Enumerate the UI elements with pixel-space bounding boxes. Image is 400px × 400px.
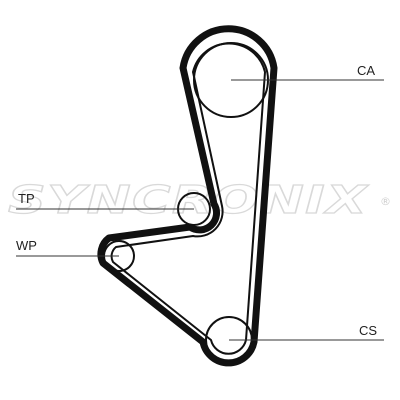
label-wp: WP (16, 238, 37, 253)
watermark-logo: SYNCRONIX ® (7, 177, 391, 222)
label-ca: CA (357, 63, 375, 78)
watermark-registered-mark: ® (380, 195, 391, 208)
leader-lines (16, 79, 384, 341)
label-cs: CS (359, 323, 377, 338)
pulley-labels: CA TP WP CS (16, 63, 377, 338)
watermark-text: SYNCRONIX (8, 178, 369, 222)
label-tp: TP (18, 191, 35, 206)
